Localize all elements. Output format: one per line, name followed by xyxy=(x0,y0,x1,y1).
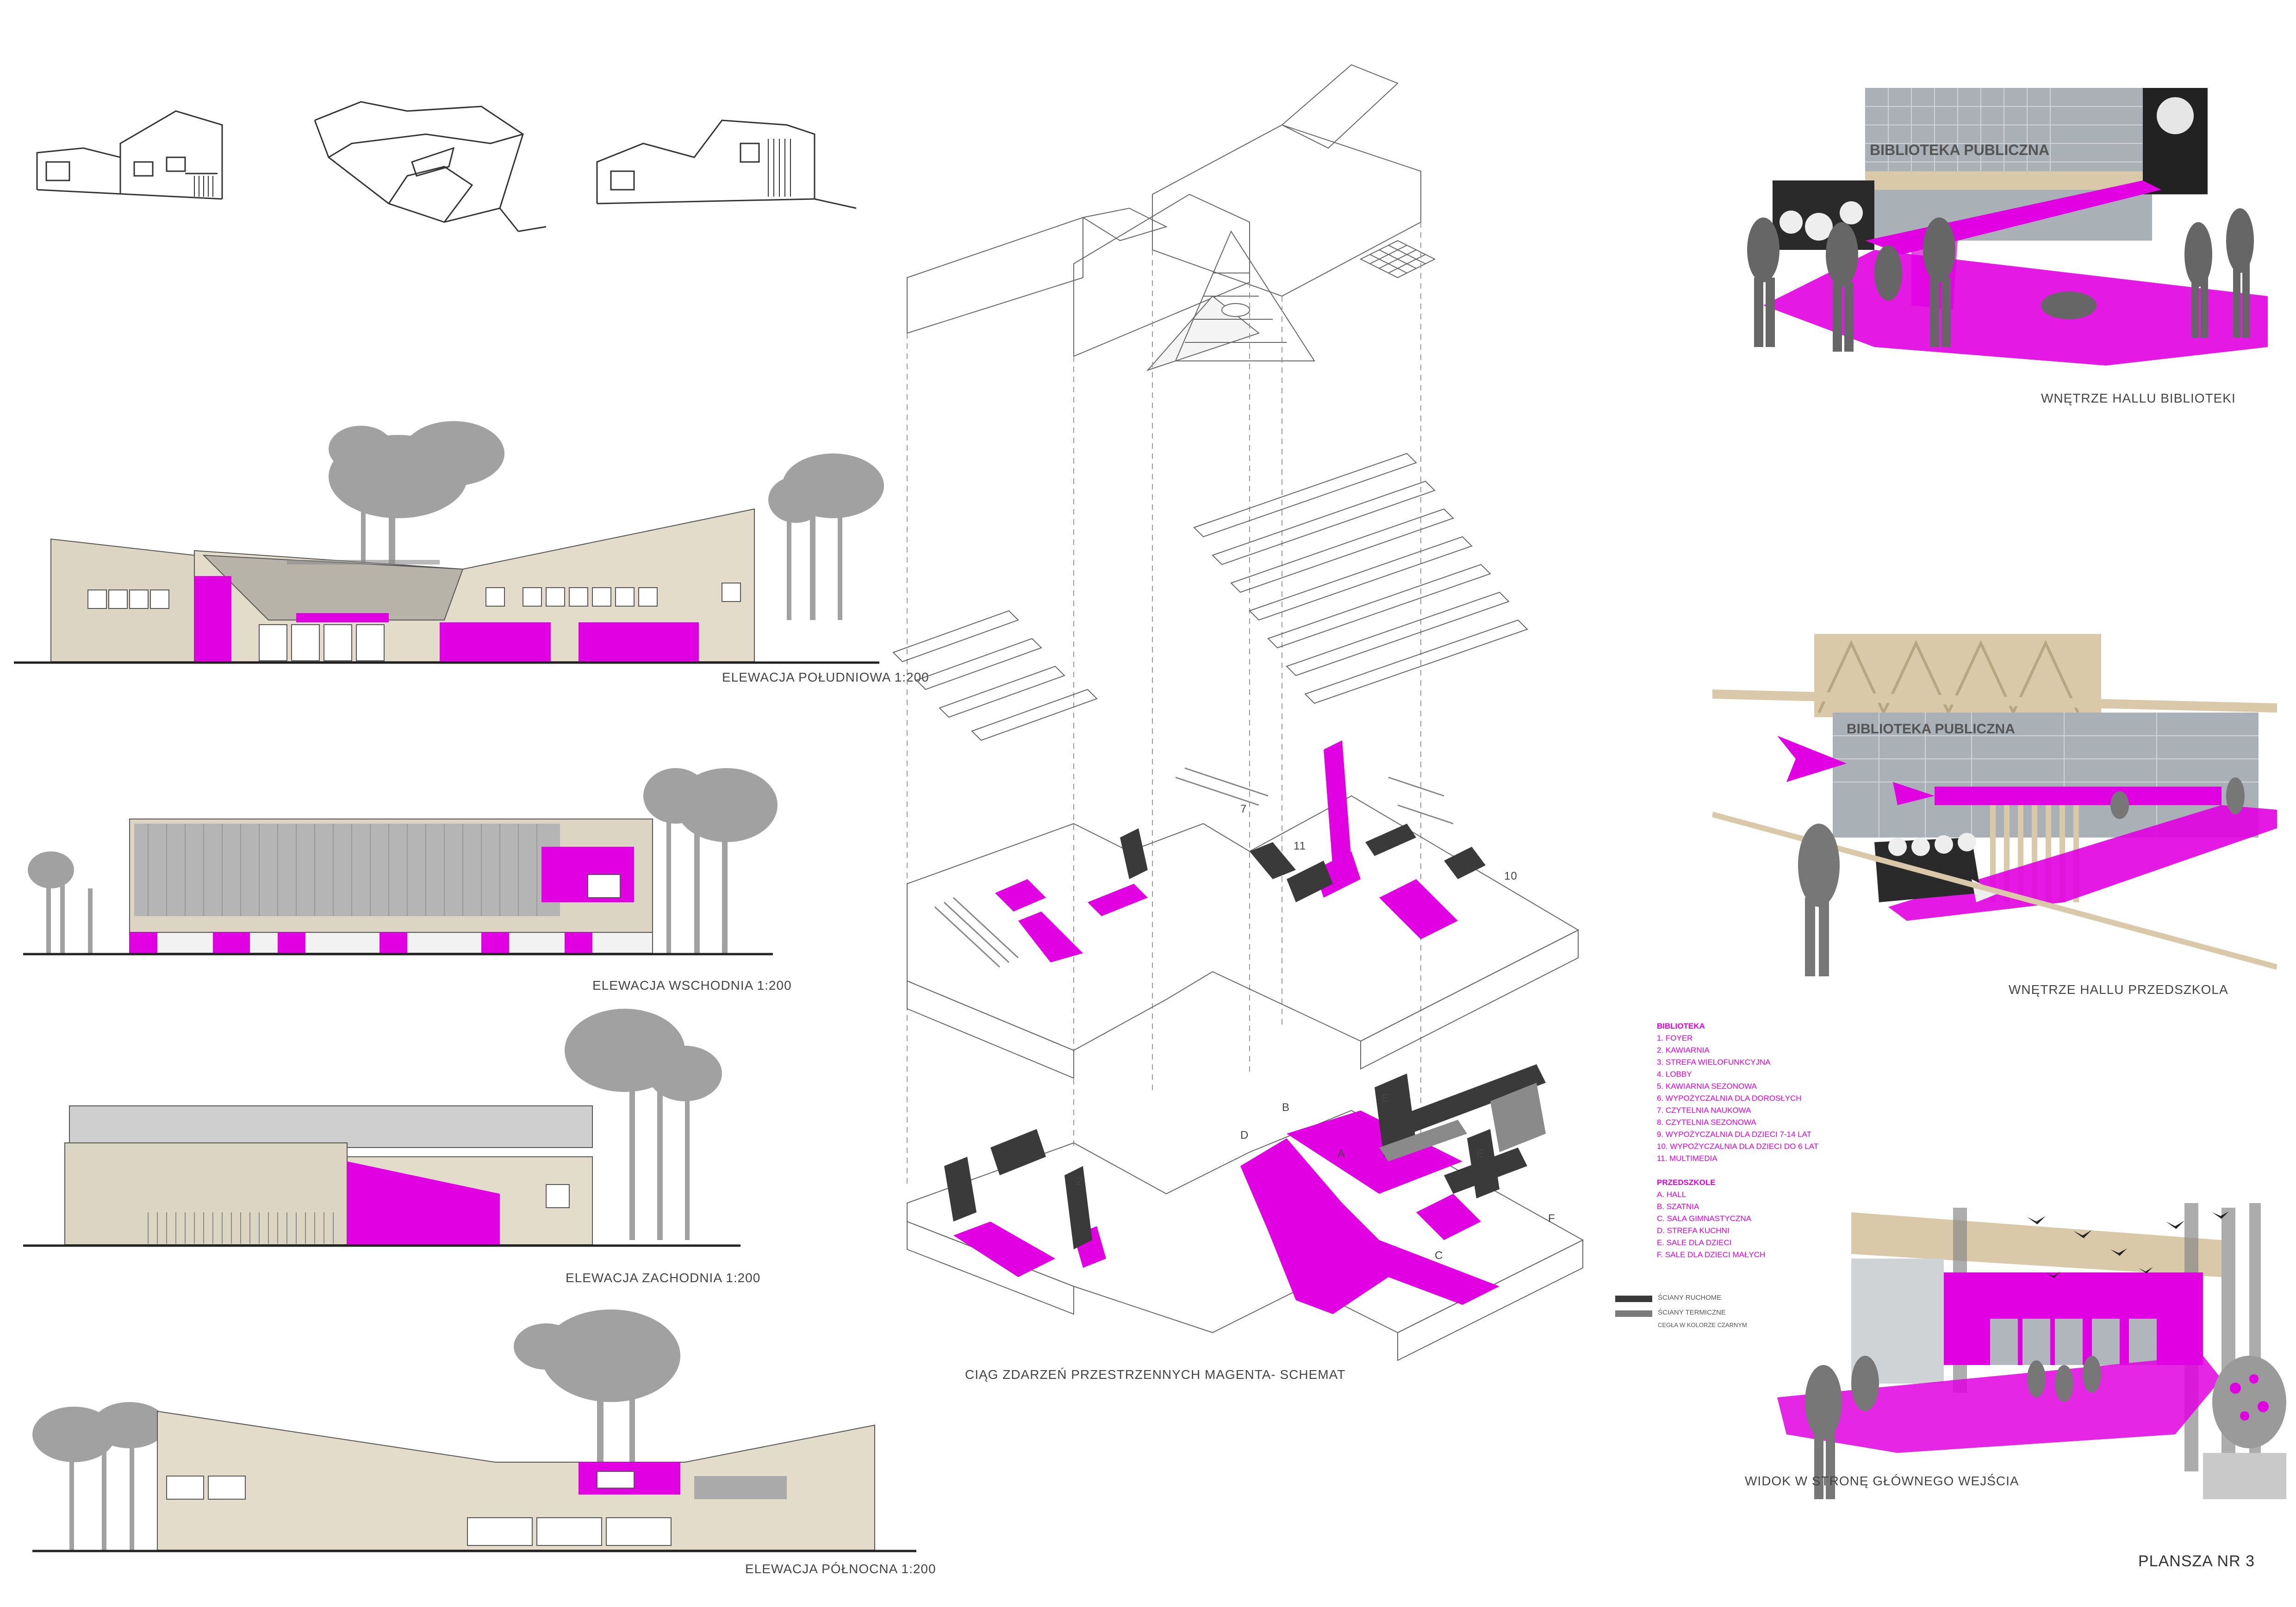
people-silhouettes xyxy=(1798,777,2245,976)
legend-item: A. HALL xyxy=(1657,1190,1686,1199)
legend-item: 6. WYPOŻYCZALNIA DLA DOROSŁYCH xyxy=(1657,1094,1802,1103)
caption-elevation-south: ELEWACJA POŁUDNIOWA 1:200 xyxy=(722,670,929,684)
roof-garden xyxy=(69,1105,593,1148)
skylight-grid xyxy=(1359,240,1436,279)
lower-floor-accents xyxy=(953,1111,1500,1314)
caption-kindergarten-hall: WNĘTRZE HALLU PRZEDSZKOLA xyxy=(2009,982,2228,997)
accent-panel xyxy=(440,622,551,662)
upper-floor-shelves xyxy=(934,767,1454,968)
lower-floor-walls xyxy=(944,1064,1546,1249)
axo-label-2: 2 xyxy=(1076,1175,1083,1188)
sketch-2 xyxy=(314,101,547,232)
legend-kindergarten-header: PRZEDSZKOLE xyxy=(1657,1178,1716,1187)
roof-slab-right xyxy=(1152,64,1421,297)
legend-item: 9. WYPOŻYCZALNIA DLA DZIECI 7-14 LAT xyxy=(1657,1130,1812,1139)
sketch-3 xyxy=(596,119,857,209)
render-library-hall: BIBLIOTEKA PUBLICZNA xyxy=(1736,88,2268,403)
legend-swatch-thermal xyxy=(1615,1310,1652,1317)
legend-item: D. STREFA KUCHNI xyxy=(1657,1226,1730,1235)
sheet-number: PLANSZA NR 3 xyxy=(2138,1552,2255,1570)
legend-item: 11. MULTIMEDIA xyxy=(1657,1154,1717,1163)
legend-item: C. SALA GIMNASTYCZNA xyxy=(1657,1214,1752,1223)
caption-elevation-west: ELEWACJA ZACHODNIA 1:200 xyxy=(566,1271,761,1285)
legend-item: 5. KAWIARNIA SEZONOWA xyxy=(1657,1082,1757,1091)
accent-panel xyxy=(194,576,231,662)
tree-group xyxy=(329,421,884,620)
caption-main-entrance: WIDOK W STRONĘ GŁÓWNEGO WEJŚCIA xyxy=(1745,1474,2019,1488)
legend-key-movable: ŚCIANY RUCHOME xyxy=(1658,1294,1722,1302)
kindergarten-sign: BIBLIOTEKA PUBLICZNA xyxy=(1847,721,2015,737)
people-silhouettes xyxy=(1747,208,2254,352)
render-main-entrance xyxy=(1777,1203,2286,1499)
legend-item: 10. WYPOŻYCZALNIA DLA DZIECI DO 6 LAT xyxy=(1657,1142,1819,1151)
facade-west-left xyxy=(64,1142,348,1245)
legend-item: 1. FOYER xyxy=(1657,1034,1693,1042)
legend-key-note: CEGŁA W KOLORZE CZARNYM xyxy=(1658,1322,1747,1328)
legend-item: F. SALE DLA DZIECI MAŁYCH xyxy=(1657,1250,1766,1259)
axo-label-b: B xyxy=(1282,1101,1290,1114)
truss-group xyxy=(892,453,1528,741)
magenta-path xyxy=(1777,1356,2221,1453)
library-sign: BIBLIOTEKA PUBLICZNA xyxy=(1870,142,2049,158)
caption-library-hall: WNĘTRZE HALLU BIBLIOTEKI xyxy=(2041,391,2236,405)
upper-floor-walls xyxy=(1120,824,1486,902)
legend-item: 4. LOBBY xyxy=(1657,1070,1692,1079)
accent-band xyxy=(296,613,389,622)
pendant-sphere xyxy=(2157,97,2194,134)
axo-label-e1: E xyxy=(1381,1092,1390,1104)
tree-group xyxy=(32,1309,680,1550)
caption-axonometric: CIĄG ZDARZEŃ PRZESTRZENNYCH MAGENTA- SCH… xyxy=(965,1367,1346,1382)
facade-east-cladding xyxy=(134,824,560,916)
caption-elevation-east: ELEWACJA WSCHODNIA 1:200 xyxy=(592,978,792,993)
axo-label-11: 11 xyxy=(1294,840,1306,852)
legend-item: 7. CZYTELNIA NAUKOWA xyxy=(1657,1106,1751,1115)
caption-elevation-north: ELEWACJA PÓŁNOCNA 1:200 xyxy=(745,1562,936,1576)
magenta-arrow xyxy=(1893,782,1935,805)
roof-slab-left xyxy=(907,207,1168,334)
exploded-axonometric xyxy=(892,64,1584,1361)
legend-library-header: BIBLIOTEKA xyxy=(1657,1022,1705,1030)
roof-slab-center xyxy=(1073,193,1260,372)
elevation-south xyxy=(14,421,884,664)
legend-swatch-movable xyxy=(1615,1296,1652,1302)
legend-item: 2. KAWIARNIA xyxy=(1657,1046,1710,1055)
sketch-1 xyxy=(36,110,223,200)
legend-key-thermal: ŚCIANY TERMICZNE xyxy=(1658,1309,1726,1316)
axo-label-f: F xyxy=(1548,1212,1556,1225)
render-kindergarten-hall: BIBLIOTEKA PUBLICZNA xyxy=(1712,634,2277,976)
upper-floor xyxy=(907,795,1580,1079)
tree-group xyxy=(28,768,778,953)
axo-label-a: A xyxy=(1338,1148,1346,1160)
axo-label-10: 10 xyxy=(1504,870,1518,882)
elevation-east xyxy=(23,768,778,956)
axo-label-c: C xyxy=(1435,1249,1444,1262)
tree-group xyxy=(565,1009,722,1240)
axo-label-e2: E xyxy=(1476,1148,1485,1160)
legend-item: 8. CZYTELNIA SEZONOWA xyxy=(1657,1118,1756,1127)
concept-sketches xyxy=(36,101,857,232)
lower-floor-grey-walls xyxy=(1379,1083,1546,1161)
legend-item: 3. STREFA WIELOFUNKCYJNA xyxy=(1657,1058,1771,1067)
triangular-roof xyxy=(1175,230,1315,361)
people-silhouettes xyxy=(1805,1356,2101,1499)
elevation-north xyxy=(32,1309,916,1552)
canopy-roof xyxy=(1851,1212,2221,1277)
birds xyxy=(2027,1211,2229,1278)
flower-bush xyxy=(2212,1356,2286,1448)
upper-floor-accents xyxy=(995,740,1458,962)
accent-panel xyxy=(347,1161,500,1245)
axo-label-7: 7 xyxy=(1240,803,1247,815)
legend-item: E. SALE DLA DZIECI xyxy=(1657,1238,1732,1247)
elevation-west xyxy=(23,1009,740,1247)
accent-panel xyxy=(579,622,699,662)
axo-label-d: D xyxy=(1240,1129,1249,1142)
legend-item: B. SZATNIA xyxy=(1657,1202,1699,1211)
legend: BIBLIOTEKA 1. FOYER 2. KAWIARNIA 3. STRE… xyxy=(1657,1020,1823,1261)
magenta-arrow xyxy=(1777,736,1847,782)
